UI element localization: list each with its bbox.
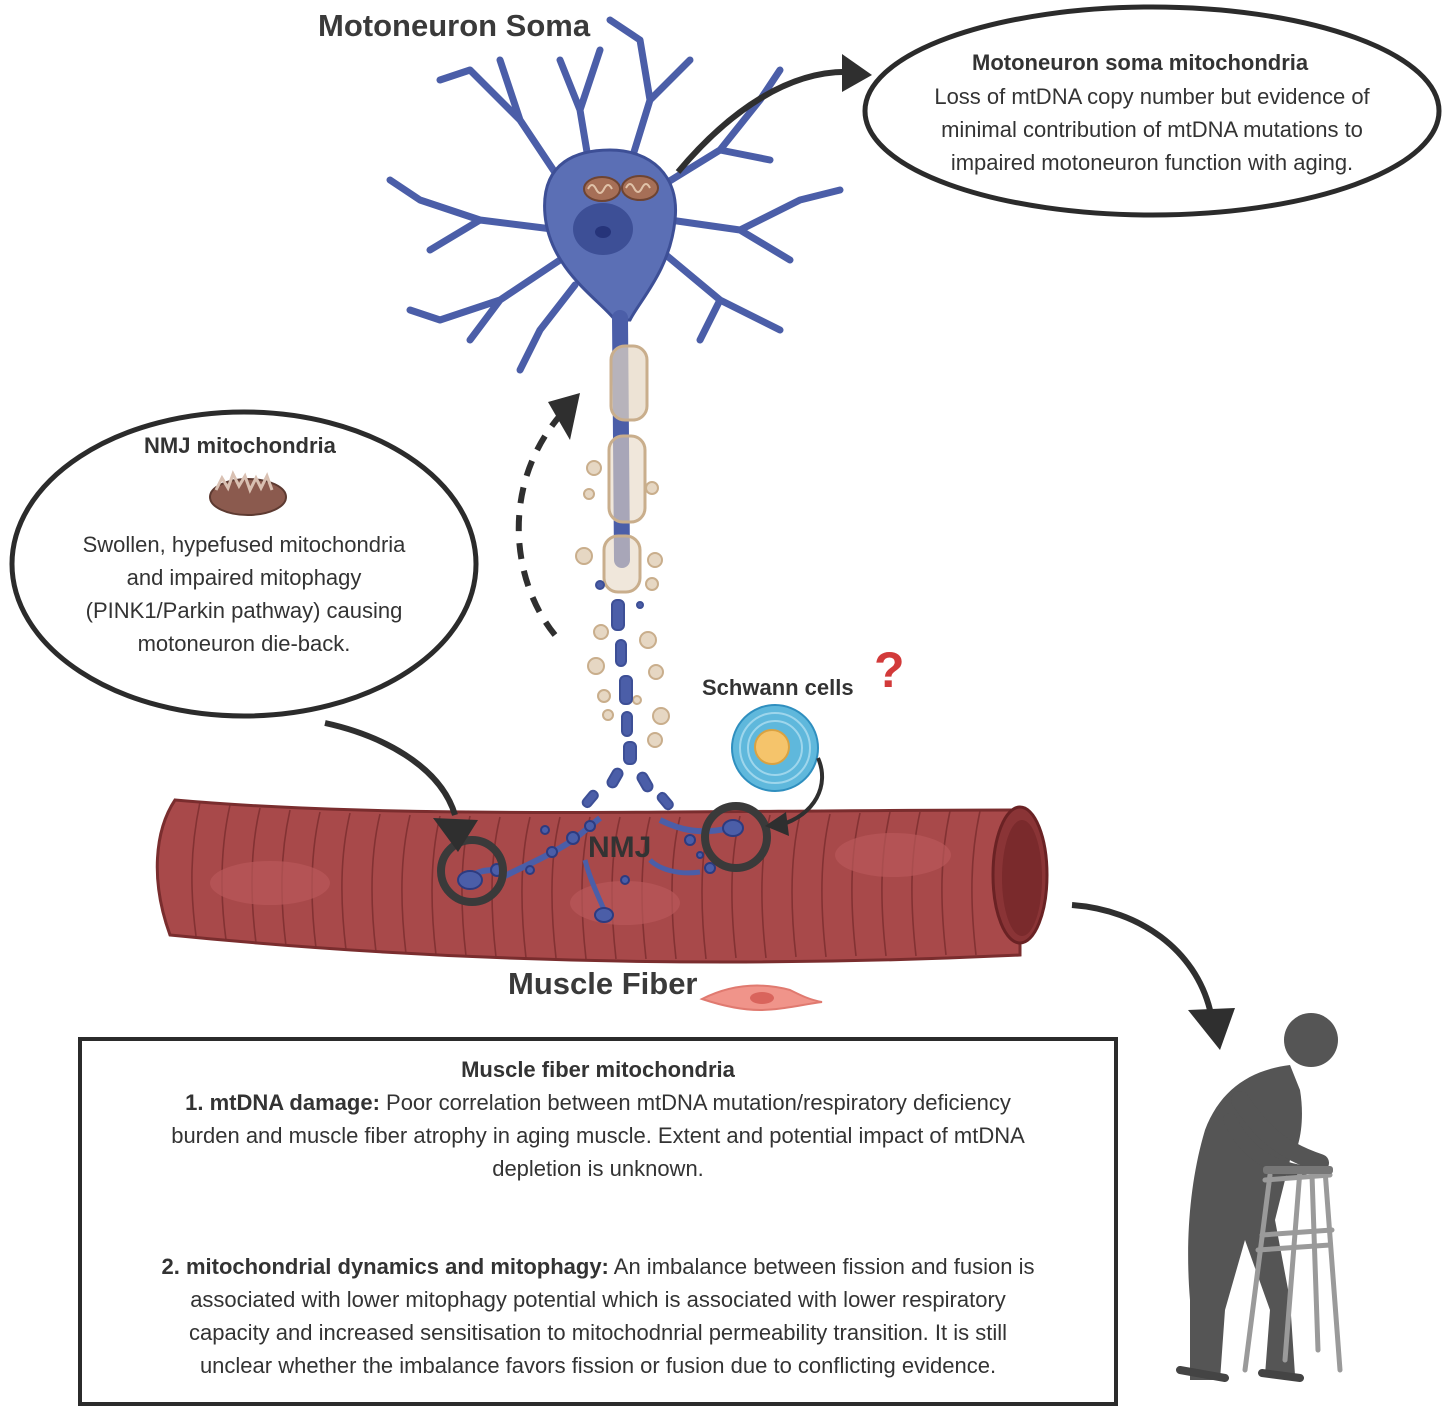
- myelin-debris: [575, 460, 670, 748]
- box-item2-line: 2. mitochondrial dynamics and mitophagy:…: [161, 1254, 1035, 1279]
- soma-bubble-line: impaired motoneuron function with aging.: [950, 150, 1354, 175]
- box-item1-line: 1. mtDNA damage: Poor correlation betwee…: [185, 1090, 1011, 1115]
- schwann-arrow: [779, 757, 825, 827]
- box-title: Muscle fiber mitochondria: [461, 1057, 735, 1082]
- fragmented-axon: [581, 580, 674, 811]
- nmj-terminals: [457, 815, 744, 923]
- nmj-bubble-title: NMJ mitochondria: [144, 433, 336, 458]
- box-item2-heading: 2. mitochondrial dynamics and mitophagy:: [161, 1254, 609, 1279]
- elderly-person-walker-icon: [1176, 1013, 1343, 1382]
- muscle-to-aging-arrowhead: [1188, 1008, 1235, 1050]
- muscle-fiber: [155, 798, 1049, 964]
- neuron-nucleolus: [595, 226, 611, 238]
- box-item1-line: depletion is unknown.: [492, 1156, 704, 1181]
- nmj-label: NMJ: [588, 831, 652, 864]
- schwann-cells-label: Schwann cells: [702, 675, 854, 700]
- myelin-sheath: [609, 344, 649, 422]
- muscle-to-aging-arrow: [1071, 902, 1213, 1011]
- box-item1-line: burden and muscle fiber atrophy in aging…: [171, 1123, 1025, 1148]
- dieback-arrowhead: [548, 393, 580, 440]
- dieback-dashed-arrow: [515, 407, 568, 637]
- nmj-mitochondrion-icon: [209, 470, 287, 516]
- soma-bubble-outline: [862, 4, 1442, 218]
- nmj-bubble-line: (PINK1/Parkin pathway) causing: [85, 598, 403, 623]
- myelin-sheath-damaged: [607, 434, 647, 524]
- question-mark: ?: [874, 642, 905, 698]
- box-item2-line: capacity and increased sensitisation to …: [188, 1320, 1008, 1345]
- box-item2-line: unclear whether the imbalance favors fis…: [199, 1353, 997, 1378]
- soma-to-bubble-arrowhead: [842, 54, 872, 92]
- soma-to-bubble-arrow: [675, 68, 851, 174]
- muscle-fiber-mitochondria-box: Muscle fiber mitochondria 1. mtDNA damag…: [78, 1037, 1118, 1406]
- nmj-bubble-outline: [9, 409, 479, 719]
- soma-bubble-title: Motoneuron soma mitochondria: [972, 50, 1309, 75]
- nmj-bubble-line: motoneuron die-back.: [137, 631, 351, 656]
- muscle-fiber-title: Muscle Fiber: [508, 966, 698, 1001]
- nmj-highlight-circle-left: [437, 836, 507, 906]
- box-item1-heading: 1. mtDNA damage:: [185, 1090, 380, 1115]
- box-spacer: [82, 1185, 1114, 1250]
- nmj-highlight-circle-right: [701, 802, 771, 872]
- nmj-bubble-arrowhead: [433, 818, 478, 852]
- soma-bubble-line: Loss of mtDNA copy number but evidence o…: [934, 84, 1370, 109]
- soma-mitochondria-icon: [583, 175, 659, 202]
- nmj-bubble-line: and impaired mitophagy: [126, 565, 362, 590]
- soma-bubble-line: minimal contribution of mtDNA mutations …: [941, 117, 1363, 142]
- nmj-bubble-line: Swollen, hypefused mitochondria: [82, 532, 406, 557]
- myocyte-icon: [699, 984, 823, 1012]
- box-item2-line: associated with lower mitophagy potentia…: [190, 1287, 1006, 1312]
- myelin-sheath-damaged: [602, 534, 642, 594]
- schwann-arrowhead: [765, 812, 789, 836]
- schwann-cell-icon: [731, 704, 819, 792]
- nmj-bubble-arrow: [324, 720, 458, 816]
- soma-title: Motoneuron Soma: [318, 8, 591, 43]
